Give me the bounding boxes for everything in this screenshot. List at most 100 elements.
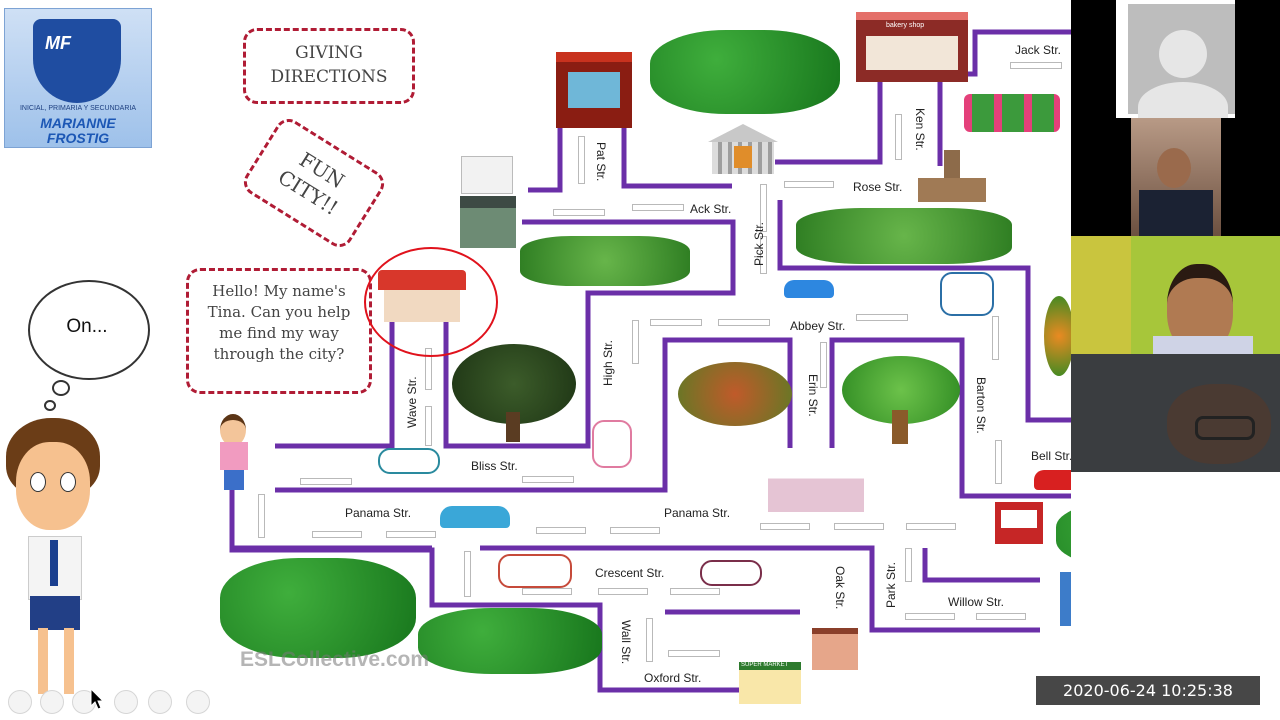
title-bubble: GIVING DIRECTIONS [243,28,415,104]
title-line-1: GIVING [295,43,363,63]
forest-icon [418,608,602,674]
street-label-abbey: Abbey Str. [790,319,846,333]
boy-tie [50,540,58,586]
thought-bubble-text: On... [66,316,108,337]
street-marking [995,440,1002,484]
cinema-icon [995,502,1043,544]
street-marking [905,548,912,582]
highlight-circle [364,247,498,357]
boy-leg-left [38,628,48,694]
street-marking [258,494,265,538]
thought-bubble [28,280,150,380]
thought-dot-2 [44,400,56,411]
street-marking [976,613,1026,620]
street-marking [834,523,884,530]
boy-face [16,442,90,530]
tree-icon [452,344,576,424]
park-bench-icon [768,456,864,512]
thought-dot-1 [52,380,70,396]
street-label-panama-left: Panama Str. [345,506,412,520]
watermark-text: ESLCollective.com [240,648,430,671]
city-map-roads [229,29,1071,693]
zoom-button[interactable] [148,690,172,714]
hospital-icon [1060,572,1071,626]
street-marking [578,136,585,184]
logo-subtitle: INICIAL, PRIMARIA Y SECUNDARIA [19,105,137,112]
next-slide-button[interactable] [40,690,64,714]
street-label-rose: Rose Str. [853,180,903,194]
recording-timestamp: 2020-06-24 10:25:38 [1036,676,1260,705]
presentation-slide: MF INICIAL, PRIMARIA Y SECUNDARIA MARIAN… [4,8,1071,714]
street-marking [650,319,702,326]
street-marking [312,531,362,538]
street-marking [1010,62,1062,69]
street-marking [668,650,720,657]
tina-speech-text: Hello! My name's Tina. Can you help me f… [207,282,351,363]
street-marking [632,204,684,211]
slides-grid-button[interactable] [114,690,138,714]
tina-speech-bubble: Hello! My name's Tina. Can you help me f… [186,268,372,394]
flowers-icon [964,94,1060,132]
street-marking [464,551,471,597]
street-label-barton: Barton Str. [974,377,988,434]
mouse-cursor-icon [90,688,104,710]
street-label-pat: Pat Str. [594,142,608,182]
street-label-willow: Willow Str. [948,595,1005,609]
bushes-icon [796,208,1012,264]
teacher-suit [1139,190,1213,236]
school-logo: MF INICIAL, PRIMARIA Y SECUNDARIA MARIAN… [4,8,152,148]
video-tile-student-2[interactable] [1071,354,1280,472]
envelope-icon [461,156,513,194]
previous-slide-button[interactable] [8,690,32,714]
street-marking [718,319,770,326]
teacher-face [1157,148,1191,188]
street-marking [646,618,653,662]
shield-icon [33,19,121,103]
street-label-oxford: Oxford Str. [644,671,702,685]
street-label-bell: Bell Str. [1031,449,1071,463]
street-label-bliss: Bliss Str. [471,459,518,473]
student-2-glasses [1195,416,1255,440]
student-1-wall [1071,236,1131,354]
street-marking [856,314,908,321]
tina-character [214,412,254,492]
forest-icon [650,30,840,114]
tree-trunk [892,410,908,444]
shop-icon [812,628,858,670]
boy-leg-right [64,628,74,694]
avatar-placeholder-icon [1128,4,1238,118]
street-marking [992,316,999,360]
tile-border-right [1235,0,1280,118]
street-marking [895,114,902,160]
bakery-sign: bakery shop [886,22,925,29]
street-label-high: High Str. [601,339,615,386]
street-label-pick: Pick Str. [752,221,766,266]
street-label-park: Park Str. [884,561,898,608]
street-marking [820,342,827,388]
student-1-shirt [1153,336,1253,354]
street-marking [598,588,648,595]
street-marking [670,588,720,595]
bushes-icon [520,236,690,286]
street-marking [522,476,574,483]
street-label-ack: Ack Str. [690,202,732,216]
bakery-shop-icon: bakery shop [856,12,968,82]
cyclist-icon [940,272,994,316]
video-tile-teacher[interactable] [1071,118,1280,236]
video-tile-student-1[interactable] [1071,236,1280,354]
logo-monogram: MF [45,33,71,53]
house-icon [460,196,516,248]
street-label-crescent: Crescent Str. [595,566,665,580]
more-options-button[interactable] [186,690,210,714]
street-marking [522,588,572,595]
car-icon-blue [784,280,834,298]
theater-icon [556,52,632,128]
street-label-wave: Wave Str. [405,376,419,428]
street-marking [386,531,436,538]
supermarket-icon: SUPER MARKET [739,662,801,704]
street-marking [760,236,767,274]
street-label-panama-right: Panama Str. [664,506,731,520]
street-marking [425,406,432,446]
street-marking [760,523,810,530]
video-tile-placeholder[interactable] [1071,0,1280,118]
